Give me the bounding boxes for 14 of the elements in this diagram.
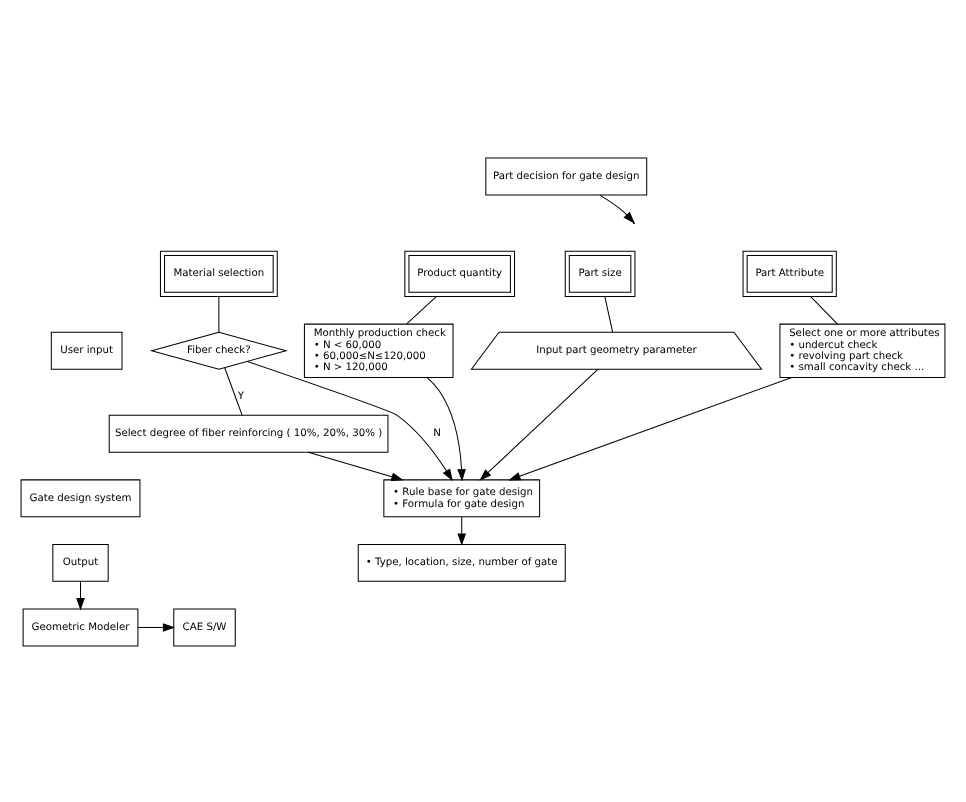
connector xyxy=(604,295,614,332)
arrow xyxy=(76,580,85,610)
connector xyxy=(218,295,220,332)
arrow xyxy=(479,367,599,480)
arrow xyxy=(426,376,466,481)
arrow xyxy=(457,515,467,545)
arrow xyxy=(599,193,635,223)
arrow xyxy=(246,360,453,481)
arrow xyxy=(137,622,176,631)
connector xyxy=(810,295,838,324)
connector xyxy=(224,366,243,415)
connector xyxy=(406,295,437,324)
arrow xyxy=(508,375,793,480)
arrow xyxy=(307,450,404,480)
